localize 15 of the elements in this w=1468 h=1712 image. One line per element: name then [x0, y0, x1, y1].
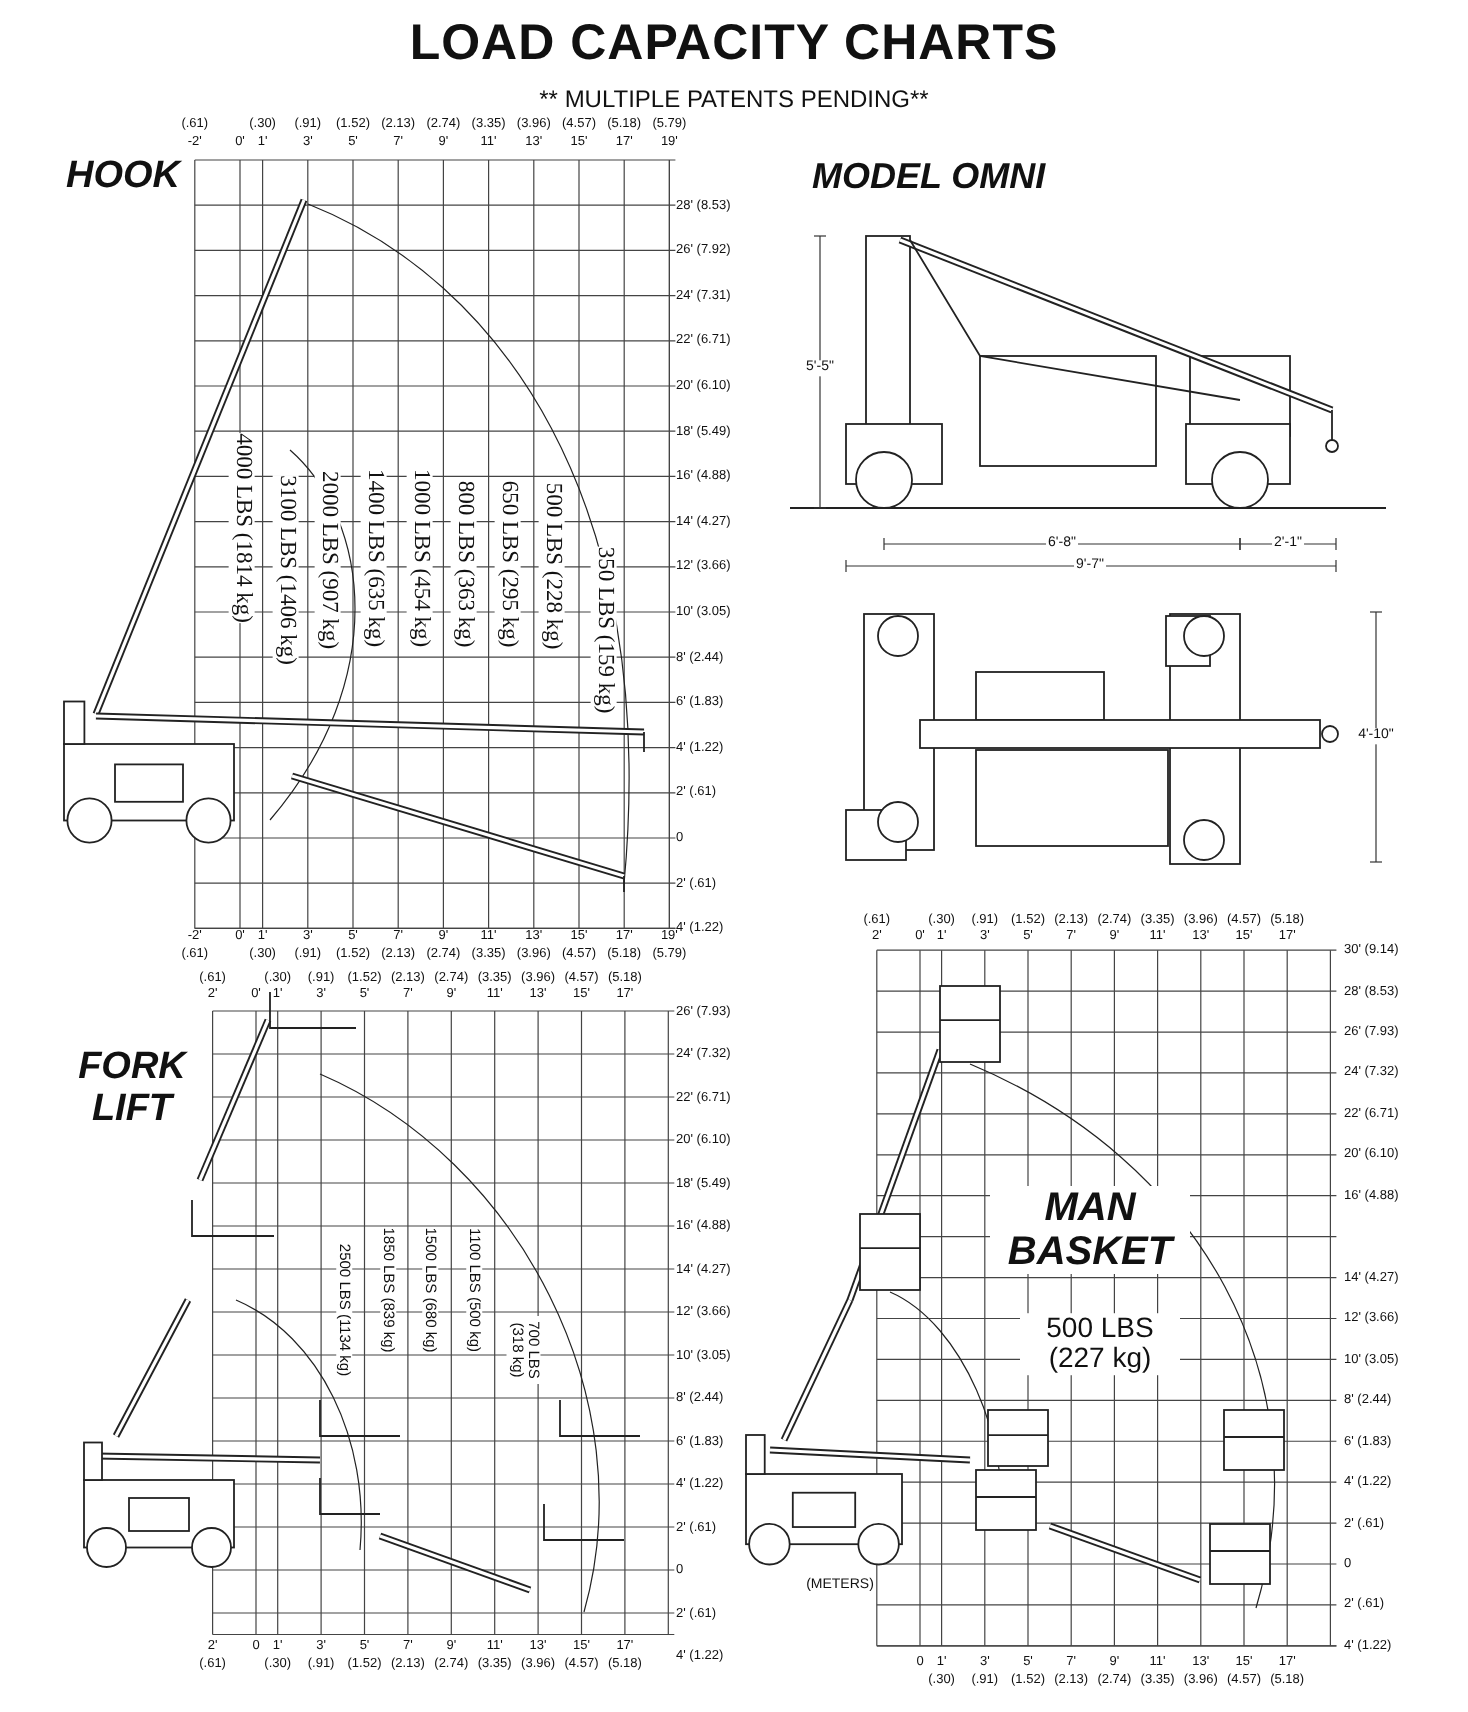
chart-heading: MODEL OMNI [812, 158, 1046, 198]
load-capacity-label: 350 LBS (159 kg) [591, 546, 617, 714]
subtitle: ** MULTIPLE PATENTS PENDING** [539, 86, 929, 114]
chart-heading: HOOK [66, 157, 180, 199]
load-capacity-label: 1000 LBS (454 kg) [407, 468, 433, 648]
load-capacity-label: 4000 LBS (1814 kg) [229, 433, 255, 623]
load-capacity-label: 650 LBS (295 kg) [495, 480, 521, 648]
load-capacity-label: 2000 LBS (907 kg) [315, 470, 341, 650]
chart-heading: MAN BASKET [990, 1186, 1190, 1274]
load-capacity-label: 500 LBS (228 kg) [539, 482, 565, 650]
load-capacity-label: 500 LBS (227 kg) [1020, 1313, 1180, 1375]
page-title: LOAD CAPACITY CHARTS [409, 16, 1059, 72]
load-capacity-label: 3100 LBS (1406 kg) [273, 475, 299, 665]
load-capacity-label: 800 LBS (363 kg) [451, 480, 477, 648]
load-capacity-label: 1400 LBS (635 kg) [361, 468, 387, 648]
